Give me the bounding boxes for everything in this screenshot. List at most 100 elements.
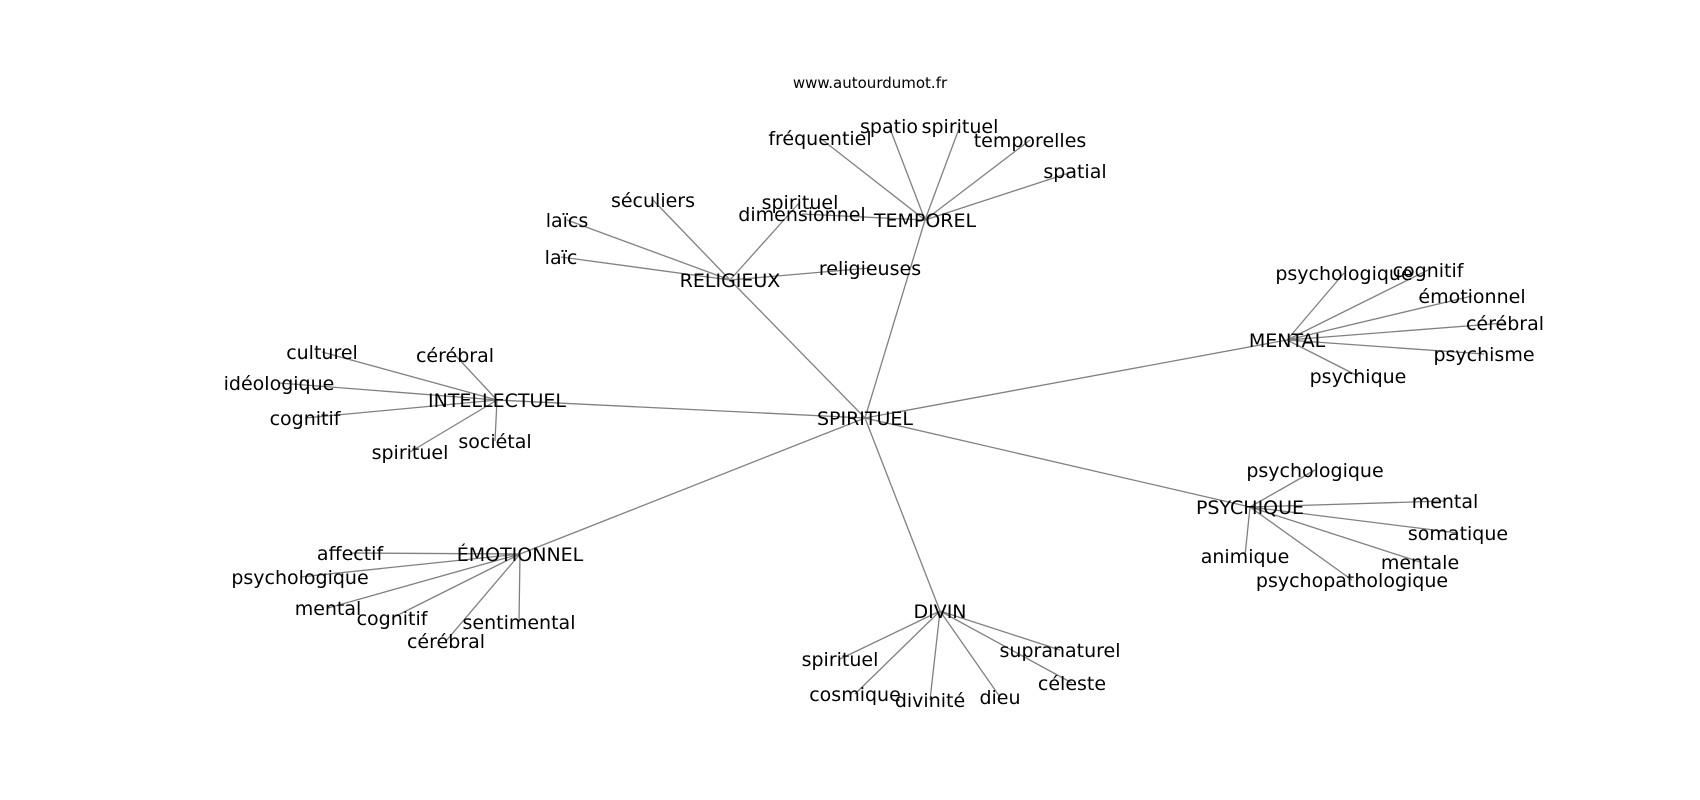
- edge-hub-to-leaf: [1249, 506, 1421, 563]
- edge-hub-to-leaf: [299, 553, 521, 578]
- site-url-label[interactable]: www.autourdumot.fr: [793, 74, 948, 92]
- leaf-node[interactable]: laïcs: [546, 210, 589, 232]
- hub-node[interactable]: MENTAL: [1249, 330, 1326, 352]
- edge-hub-to-leaf: [1249, 506, 1459, 534]
- edge-hub-to-leaf: [819, 137, 926, 221]
- leaf-node[interactable]: mental: [1412, 491, 1479, 513]
- leaf-node[interactable]: psychologique: [231, 567, 368, 589]
- edge-hub-to-leaf: [939, 610, 1061, 651]
- leaf-node[interactable]: spirituel: [922, 116, 999, 138]
- edge-hub-to-leaf: [349, 552, 521, 555]
- leaf-node[interactable]: céleste: [1038, 673, 1106, 695]
- leaf-node[interactable]: cognitif: [270, 408, 342, 430]
- leaf-node[interactable]: animique: [1201, 546, 1290, 568]
- edge-hub-to-leaf: [924, 125, 961, 221]
- edge-hub-to-leaf: [888, 125, 926, 221]
- edge-hub-to-leaf: [1286, 322, 1506, 341]
- edge-hub-to-leaf: [391, 553, 521, 619]
- edge-hub-to-leaf: [924, 170, 1076, 221]
- edge-hub-to-leaf: [494, 399, 498, 442]
- leaf-node[interactable]: spirituel: [372, 442, 449, 464]
- edge-hub-to-leaf: [939, 610, 1073, 684]
- hub-node[interactable]: TEMPOREL: [873, 210, 977, 232]
- edge-hub-to-leaf: [729, 267, 871, 281]
- leaf-node[interactable]: psychisme: [1433, 344, 1534, 366]
- leaf-node[interactable]: mentale: [1381, 552, 1459, 574]
- edge-hub-to-leaf: [321, 351, 498, 401]
- leaf-node[interactable]: spatial: [1043, 161, 1106, 183]
- hub-node[interactable]: DIVIN: [913, 601, 966, 623]
- edge-hub-to-leaf: [729, 201, 801, 281]
- hub-node[interactable]: RELIGIEUX: [680, 270, 781, 292]
- edge-center-to-hub: [864, 339, 1288, 419]
- leaf-node[interactable]: cérébral: [416, 345, 494, 367]
- hub-node[interactable]: PSYCHIQUE: [1196, 497, 1304, 519]
- leaf-node[interactable]: cérébral: [407, 631, 485, 653]
- leaf-node[interactable]: somatique: [1408, 523, 1508, 545]
- leaf-node[interactable]: dieu: [979, 687, 1020, 709]
- edge-hub-to-leaf: [801, 213, 926, 221]
- leaf-node[interactable]: sentimental: [463, 612, 576, 634]
- graph-labels: www.autourdumot.fr SPIRITUEL TEMPOREL fréq…: [224, 74, 1544, 712]
- leaf-node[interactable]: divinité: [895, 690, 965, 712]
- leaf-node[interactable]: religieuses: [819, 258, 921, 280]
- edge-hub-to-leaf: [939, 610, 1001, 698]
- edge-hub-to-leaf: [518, 553, 521, 623]
- leaf-node[interactable]: spatio: [860, 116, 918, 138]
- edge-hub-to-leaf: [1286, 339, 1485, 355]
- edge-hub-to-leaf: [409, 399, 498, 453]
- leaf-node[interactable]: affectif: [317, 543, 385, 565]
- edge-center-to-hub: [496, 399, 866, 419]
- edge-hub-to-leaf: [278, 382, 498, 401]
- leaf-node[interactable]: cognitif: [357, 608, 429, 630]
- leaf-node[interactable]: temporelles: [974, 130, 1087, 152]
- leaf-node[interactable]: séculiers: [611, 190, 695, 212]
- edge-center-to-hub: [864, 219, 926, 419]
- edge-hub-to-leaf: [1244, 506, 1251, 557]
- edge-hub-to-leaf: [327, 553, 521, 609]
- leaf-node[interactable]: émotionnel: [1418, 286, 1525, 308]
- graph-edges: [278, 125, 1506, 701]
- hub-node[interactable]: ÉMOTIONNEL: [457, 543, 584, 566]
- leaf-node[interactable]: cosmique: [809, 684, 901, 706]
- edge-hub-to-leaf: [1286, 295, 1473, 341]
- edge-hub-to-leaf: [445, 553, 521, 642]
- edge-center-to-hub: [519, 417, 866, 555]
- edge-hub-to-leaf: [854, 610, 941, 695]
- hub-node[interactable]: INTELLECTUEL: [428, 390, 566, 412]
- leaf-node[interactable]: culturel: [286, 342, 358, 364]
- edge-hub-to-leaf: [929, 610, 941, 701]
- leaf-node[interactable]: supranaturel: [1000, 640, 1121, 662]
- leaf-node[interactable]: psychologique: [1275, 263, 1412, 285]
- leaf-node[interactable]: mental: [295, 598, 362, 620]
- edge-hub-to-leaf: [1286, 339, 1359, 377]
- center-node[interactable]: SPIRITUEL: [817, 408, 913, 430]
- edge-hub-to-leaf: [1286, 272, 1345, 341]
- leaf-node[interactable]: psychopathologique: [1256, 570, 1448, 592]
- edge-center-to-hub: [864, 417, 1251, 508]
- leaf-node[interactable]: spirituel: [762, 192, 839, 214]
- edge-hub-to-leaf: [924, 139, 1031, 221]
- edge-center-to-hub: [729, 279, 866, 419]
- edge-hub-to-leaf: [1249, 500, 1446, 508]
- leaf-node[interactable]: sociétal: [458, 431, 531, 453]
- edge-hub-to-leaf: [652, 199, 731, 281]
- edge-hub-to-leaf: [839, 610, 941, 660]
- leaf-node[interactable]: psychique: [1310, 366, 1407, 388]
- edge-hub-to-leaf: [1249, 506, 1353, 581]
- leaf-node[interactable]: spirituel: [802, 649, 879, 671]
- edge-hub-to-leaf: [1249, 469, 1316, 508]
- leaf-node[interactable]: idéologique: [224, 373, 335, 395]
- leaf-node[interactable]: cérébral: [1466, 313, 1544, 335]
- edge-hub-to-leaf: [566, 219, 731, 281]
- leaf-node[interactable]: dimensionnel: [738, 204, 865, 226]
- edge-hub-to-leaf: [1286, 269, 1429, 341]
- edge-hub-to-leaf: [454, 354, 498, 401]
- leaf-node[interactable]: laïc: [545, 247, 578, 269]
- leaf-node[interactable]: psychologique: [1246, 460, 1383, 482]
- edge-hub-to-leaf: [560, 256, 731, 281]
- leaf-node[interactable]: fréquentiel: [768, 128, 871, 150]
- edge-hub-to-leaf: [304, 399, 498, 419]
- leaf-node[interactable]: cognitif: [1393, 260, 1465, 282]
